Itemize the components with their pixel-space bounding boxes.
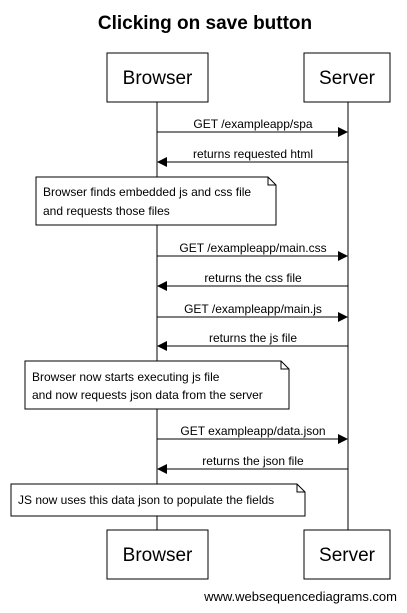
message-7: GET exampleapp/data.json: [157, 424, 348, 444]
note-1-line-1: Browser finds embedded js and css file: [43, 185, 251, 199]
server-actor-top-label: Server: [319, 68, 376, 89]
note-2-line-1: Browser now starts executing js file: [32, 370, 220, 384]
note-2-line-2: and now requests json data from the serv…: [32, 388, 263, 402]
message-7-label: GET exampleapp/data.json: [180, 424, 325, 438]
note-1: Browser finds embedded js and css file a…: [35, 176, 277, 226]
message-5-label: GET /exampleapp/main.js: [184, 302, 322, 316]
message-8-label: returns the json file: [202, 454, 304, 468]
server-actor-top: Server: [303, 52, 391, 103]
note-3-line-1: JS now uses this data json to populate t…: [18, 493, 274, 507]
diagram-title: Clicking on save button: [98, 13, 312, 34]
message-3: GET /exampleapp/main.css: [157, 241, 348, 261]
footer-watermark: www.websequencediagrams.com: [203, 589, 397, 604]
server-actor-bottom: Server: [303, 529, 391, 580]
browser-actor-top: Browser: [106, 52, 209, 103]
note-3: JS now uses this data json to populate t…: [10, 483, 306, 517]
message-6-label: returns the js file: [209, 331, 297, 345]
browser-actor-top-label: Browser: [123, 68, 193, 89]
message-8: returns the json file: [157, 454, 348, 474]
message-2: returns requested html: [157, 147, 348, 167]
message-3-label: GET /exampleapp/main.css: [179, 241, 326, 255]
browser-actor-bottom-label: Browser: [123, 545, 193, 566]
message-1-label: GET /exampleapp/spa: [193, 117, 313, 131]
note-2: Browser now starts executing js file and…: [24, 360, 290, 410]
message-2-label: returns requested html: [193, 147, 313, 161]
server-actor-bottom-label: Server: [319, 545, 376, 566]
message-1: GET /exampleapp/spa: [157, 117, 348, 137]
message-6: returns the js file: [157, 331, 348, 351]
browser-actor-bottom: Browser: [106, 529, 209, 580]
message-4-label: returns the css file: [204, 271, 302, 285]
message-5: GET /exampleapp/main.js: [157, 302, 348, 322]
note-1-line-2: and requests those files: [43, 204, 170, 218]
message-4: returns the css file: [157, 271, 348, 291]
